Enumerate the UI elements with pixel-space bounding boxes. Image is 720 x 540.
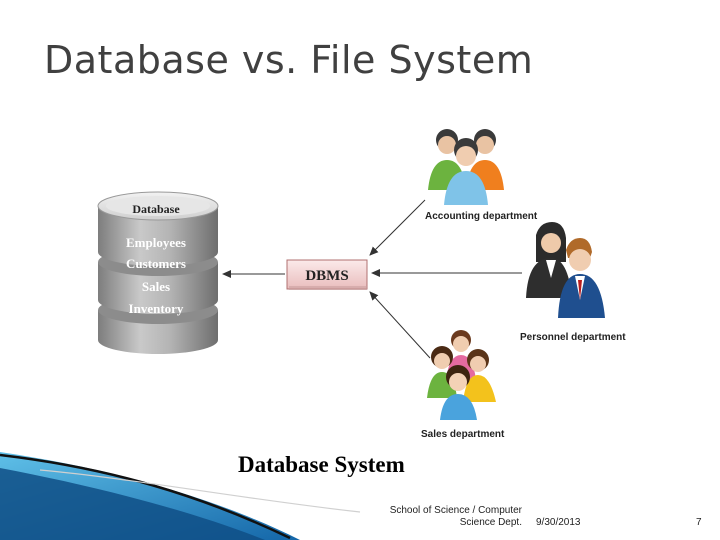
- two-business-people-icon: [526, 222, 605, 318]
- group-of-three-women-icon: [427, 330, 496, 420]
- arrow-accounting-to-dbms: [369, 199, 426, 256]
- footer-school-line2: Science Dept.: [459, 517, 522, 528]
- slide-title: Database vs. File System: [44, 38, 534, 82]
- table-customers: Customers: [126, 256, 186, 271]
- table-sales: Sales: [142, 279, 170, 294]
- footer-date: 9/30/2013: [536, 517, 581, 528]
- personnel-department-label: Personnel department: [520, 332, 626, 343]
- database-header: Database: [132, 202, 180, 216]
- accounting-department-label: Accounting department: [425, 211, 538, 222]
- footer-school-line1: School of Science / Computer: [389, 505, 522, 516]
- dbms-label: DBMS: [305, 268, 348, 284]
- footer-school: School of Science / Computer Science Dep…: [360, 505, 522, 529]
- table-inventory: Inventory: [129, 301, 184, 316]
- diagram-caption: Database System: [238, 452, 405, 477]
- decorative-wave: [0, 452, 361, 540]
- footer-page-number: 7: [696, 517, 702, 528]
- arrow-sales-to-dbms: [369, 291, 431, 359]
- database-cylinder: [97, 191, 219, 354]
- dbms-box: [286, 259, 368, 290]
- group-of-three-people-icon: [428, 129, 504, 205]
- sales-department-label: Sales department: [421, 429, 505, 440]
- table-employees: Employees: [126, 235, 186, 250]
